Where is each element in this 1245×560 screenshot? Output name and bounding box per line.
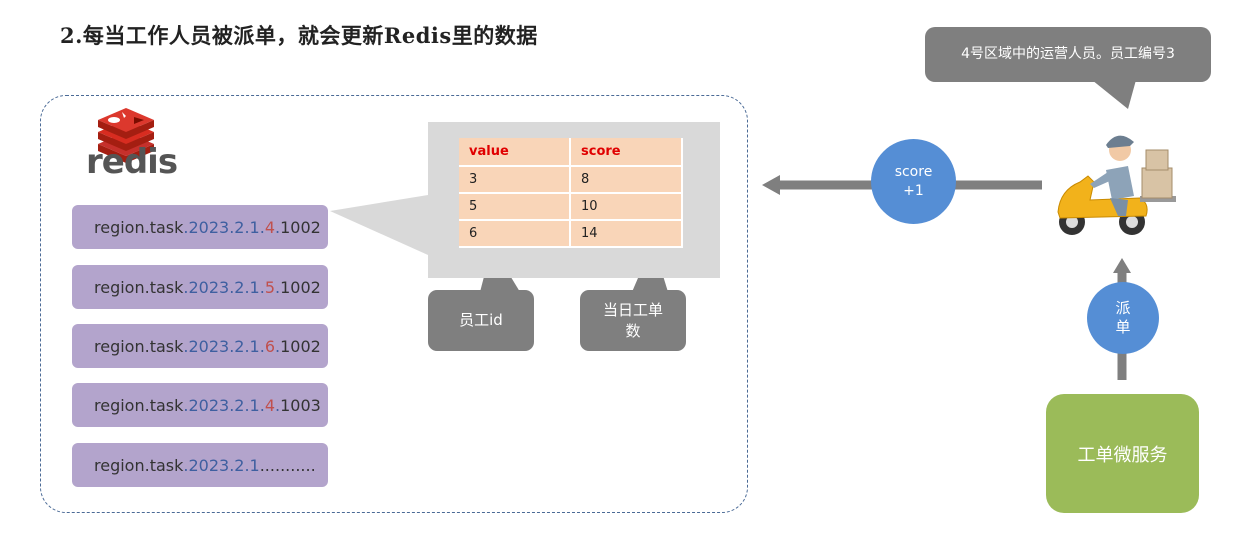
score-callout: 当日工单数	[580, 290, 686, 351]
redis-key[interactable]: region.task.2023.2.1...........	[72, 443, 328, 487]
redis-key[interactable]: region.task.2023.2.1.6.1002	[72, 324, 328, 368]
dispatch-label-2: 单	[1115, 318, 1131, 336]
key-separator: .	[259, 277, 265, 297]
column-header: value	[459, 138, 571, 167]
key-separator: .	[183, 455, 189, 475]
table-cell: 8	[571, 167, 683, 194]
dispatch-arrow-head	[1113, 258, 1131, 273]
key-prefix: region.task	[94, 217, 184, 237]
key-date: 2023.2.1	[188, 336, 260, 356]
key-region: 5	[264, 277, 275, 297]
redis-container	[40, 95, 748, 513]
key-separator: .	[275, 395, 281, 415]
key-suffix: ...........	[259, 455, 316, 475]
table-cell: 3	[459, 167, 571, 194]
table-cell: 5	[459, 194, 571, 221]
value-callout: 员工id	[428, 290, 534, 351]
key-separator: .	[259, 395, 265, 415]
key-separator: .	[275, 277, 281, 297]
key-separator: .	[183, 277, 189, 297]
table-header-row: value score	[459, 138, 683, 167]
redis-cube-icon	[98, 108, 154, 163]
key-separator: .	[275, 217, 281, 237]
key-date: 2023.2.1	[188, 455, 260, 475]
key-separator: .	[183, 395, 189, 415]
table-row: 6 14	[459, 221, 683, 248]
key-separator: .	[259, 336, 265, 356]
key-prefix: region.task	[94, 277, 184, 297]
key-separator: .	[275, 336, 281, 356]
key-suffix: 1002	[280, 277, 321, 297]
key-region: 4	[264, 217, 275, 237]
key-separator: .	[183, 336, 189, 356]
page-title: 2.每当工作人员被派单，就会更新Redis里的数据	[60, 23, 538, 48]
key-region: 4	[264, 395, 275, 415]
key-date: 2023.2.1	[188, 277, 260, 297]
table-row: 3 8	[459, 167, 683, 194]
table-cell: 10	[571, 194, 683, 221]
key-date: 2023.2.1	[188, 395, 260, 415]
zset-table: value score 3 8 5 10 6 14	[459, 138, 683, 248]
key-separator: .	[183, 217, 189, 237]
redis-key[interactable]: region.task.2023.2.1.4.1003	[72, 383, 328, 427]
key-region: 6	[264, 336, 275, 356]
key-prefix: region.task	[94, 455, 184, 475]
top-callout-tail	[1092, 80, 1136, 109]
update-arrow-head	[762, 175, 780, 195]
dispatch-label-1: 派	[1115, 299, 1131, 317]
work-order-service[interactable]: 工单微服务	[1046, 394, 1199, 513]
key-suffix: 1002	[280, 217, 321, 237]
table-row: 5 10	[459, 194, 683, 221]
redis-key[interactable]: region.task.2023.2.1.5.1002	[72, 265, 328, 309]
table-cell: 6	[459, 221, 571, 248]
worker-callout: 4号区域中的运营人员。员工编号3	[925, 27, 1211, 82]
key-prefix: region.task	[94, 336, 184, 356]
increment-label: +1	[903, 182, 924, 199]
key-suffix: 1002	[280, 336, 321, 356]
score-label: score	[894, 163, 933, 180]
dispatch-circle: 派 单	[1087, 282, 1159, 354]
courier-scooter-icon	[1057, 135, 1176, 235]
zset-callout-wedge	[330, 195, 428, 255]
column-header: score	[571, 138, 683, 167]
redis-key[interactable]: region.task.2023.2.1.4.1002	[72, 205, 328, 249]
key-date: 2023.2.1	[188, 217, 260, 237]
score-increment-circle: score +1	[871, 139, 956, 224]
redis-logo: redis	[86, 104, 178, 184]
key-suffix: 1003	[280, 395, 321, 415]
table-cell: 14	[571, 221, 683, 248]
key-prefix: region.task	[94, 395, 184, 415]
key-separator: .	[259, 217, 265, 237]
redis-wordmark: redis	[86, 142, 178, 182]
